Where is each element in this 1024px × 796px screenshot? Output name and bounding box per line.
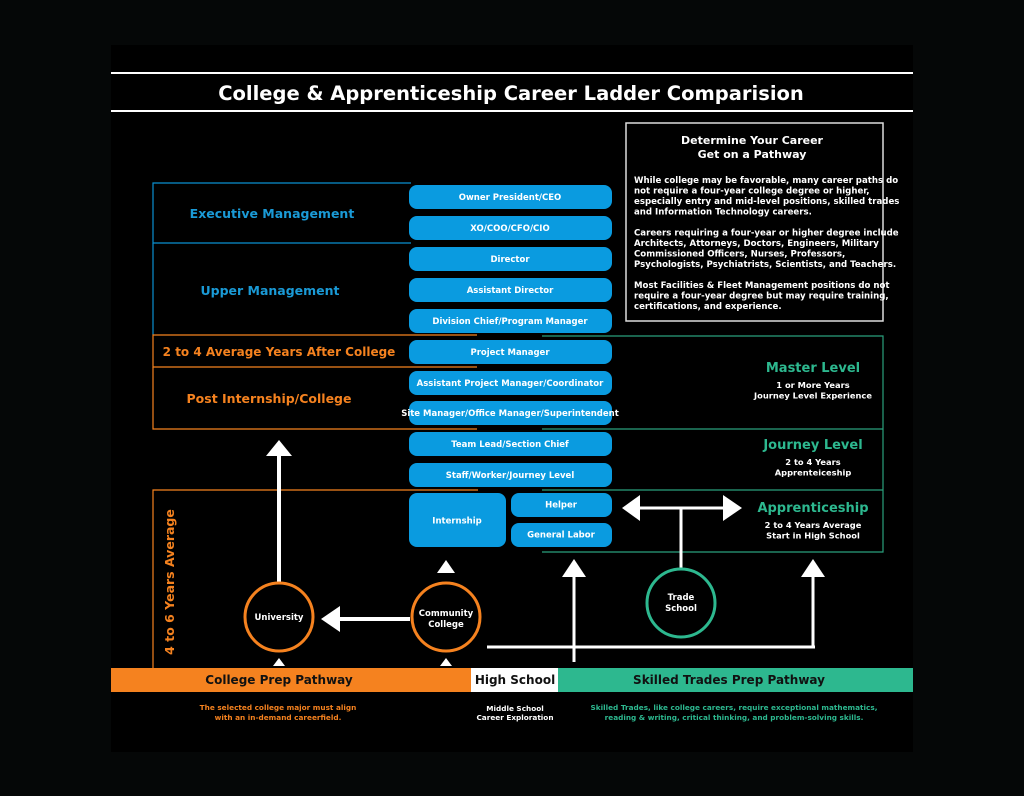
notes-trades-0: Skilled Trades, like college careers, re… bbox=[591, 703, 878, 712]
notes-high-school-1: Career Exploration bbox=[476, 713, 553, 722]
pathway-bar: College Prep Pathway High School Skilled… bbox=[111, 668, 913, 692]
college-prep-pathway bbox=[111, 668, 471, 692]
position-label: XO/COO/CFO/CIO bbox=[470, 224, 549, 234]
entry-positions: Internship Helper General Labor bbox=[409, 493, 612, 547]
position-label: Assistant Project Manager/Coordinator bbox=[417, 379, 604, 389]
info-box: Determine Your Career Get on a Pathway W… bbox=[625, 122, 899, 322]
executive-management-box: Executive Management bbox=[152, 182, 411, 244]
info-heading-1: Determine Your Career bbox=[681, 134, 824, 147]
executive-management-label: Executive Management bbox=[190, 206, 355, 221]
helper-label: Helper bbox=[545, 501, 578, 511]
position-label: Assistant Director bbox=[467, 286, 554, 296]
position-label: Division Chief/Program Manager bbox=[432, 317, 588, 327]
info-paragraph-line: and Information Technology careers. bbox=[634, 208, 812, 218]
trade-level-detail: 2 to 4 Years bbox=[785, 457, 840, 467]
nodes-university: University bbox=[255, 613, 304, 623]
info-paragraph-line: Most Facilities & Fleet Management posit… bbox=[634, 281, 890, 291]
cc-base-triangle bbox=[440, 658, 452, 666]
trade-level-detail: Apprenteiceship bbox=[775, 468, 852, 478]
helper-box bbox=[511, 493, 612, 517]
trade-level-title: Apprenticeship bbox=[757, 501, 868, 516]
pathways-trades: Skilled Trades Prep Pathway bbox=[633, 673, 825, 687]
years-average-bracket: 4 to 6 Years Average bbox=[152, 489, 478, 668]
position-pill: Division Chief/Program Manager bbox=[409, 309, 612, 333]
trade-level-detail: 2 to 4 Years Average bbox=[765, 520, 862, 530]
post-internship-box: Post Internship/College bbox=[152, 367, 477, 430]
skilled-trades-pathway bbox=[558, 668, 913, 692]
notes-high-school-0: Middle School bbox=[486, 704, 544, 713]
years-average-label: 4 to 6 Years Average bbox=[162, 509, 177, 655]
cc-up-triangle bbox=[437, 560, 455, 573]
info-paragraph-line: require a four-year degree but may requi… bbox=[634, 292, 889, 302]
notes: The selected college major must align wi… bbox=[200, 703, 878, 722]
university-base-triangle bbox=[273, 658, 285, 666]
pathways-high-school: High School bbox=[475, 673, 555, 687]
info-paragraph-line: Psychologists, Psychiatrists, Scientists… bbox=[634, 260, 896, 270]
info-paragraph-line: Commissioned Officers, Nurses, Professor… bbox=[634, 250, 845, 260]
trade-level-title: Journey Level bbox=[762, 438, 862, 453]
info-heading-2: Get on a Pathway bbox=[698, 148, 807, 161]
internship-box bbox=[409, 493, 506, 547]
nodes-trade-school-0: Trade bbox=[668, 593, 695, 603]
trade-level-boxes bbox=[542, 335, 884, 553]
position-pill: Director bbox=[409, 247, 612, 271]
position-label: Owner President/CEO bbox=[459, 193, 562, 203]
position-pill: Assistant Project Manager/Coordinator bbox=[409, 371, 612, 395]
trade-school-node: Trade School bbox=[645, 567, 717, 639]
position-label: Team Lead/Section Chief bbox=[451, 440, 569, 450]
trade-level-detail: Journey Level Experience bbox=[753, 391, 872, 401]
page-title: College & Apprenticeship Career Ladder C… bbox=[218, 82, 804, 105]
info-paragraph-line: While college may be favorable, many car… bbox=[634, 176, 898, 186]
position-pill: Project Manager bbox=[409, 340, 612, 364]
position-label: Staff/Worker/Journey Level bbox=[446, 471, 575, 481]
trade-level-title: Master Level bbox=[766, 361, 860, 376]
after-college-box: 2 to 4 Average Years After College bbox=[152, 334, 477, 368]
general-labor-label: General Labor bbox=[527, 531, 595, 541]
notes-trades-1: reading & writing, critical thinking, an… bbox=[605, 713, 864, 722]
pathways-college: College Prep Pathway bbox=[205, 673, 353, 687]
position-label: Project Manager bbox=[470, 348, 550, 358]
position-pill: Team Lead/Section Chief bbox=[409, 432, 612, 456]
general-labor-box bbox=[511, 523, 612, 547]
high-school-pathway bbox=[471, 668, 558, 692]
position-pill: XO/COO/CFO/CIO bbox=[409, 216, 612, 240]
upper-management-box: Upper Management bbox=[152, 243, 340, 335]
info-paragraph-line: Careers requiring a four-year or higher … bbox=[634, 229, 899, 239]
trade-level: Apprenticeship 2 to 4 Years AverageStart … bbox=[757, 501, 868, 541]
post-internship-label: Post Internship/College bbox=[187, 391, 352, 406]
community-college-node: Community College bbox=[410, 581, 482, 653]
info-paragraph-line: Architects, Attorneys, Doctors, Engineer… bbox=[634, 239, 879, 249]
position-label: Site Manager/Office Manager/Superintende… bbox=[401, 409, 619, 419]
after-college-label: 2 to 4 Average Years After College bbox=[163, 345, 396, 359]
info-paragraph-line: not require a four-year college degree o… bbox=[634, 187, 870, 197]
upper-management-label: Upper Management bbox=[200, 283, 339, 298]
position-pill: Owner President/CEO bbox=[409, 185, 612, 209]
position-pill: Staff/Worker/Journey Level bbox=[409, 463, 612, 487]
arrows bbox=[266, 440, 825, 666]
position-pill: Assistant Director bbox=[409, 278, 612, 302]
nodes-community-college-1: College bbox=[428, 620, 464, 630]
nodes-trade-school-1: School bbox=[665, 604, 697, 614]
notes-college-1: with an in-demand careerfield. bbox=[215, 713, 342, 722]
info-paragraph-line: certifications, and experience. bbox=[634, 302, 782, 312]
position-pill: Site Manager/Office Manager/Superintende… bbox=[401, 401, 619, 425]
internship-label: Internship bbox=[432, 517, 481, 527]
university-node: University bbox=[243, 581, 315, 653]
info-paragraph-line: especially entry and mid-level positions… bbox=[634, 197, 899, 207]
panel-background bbox=[111, 45, 913, 752]
notes-college-0: The selected college major must align bbox=[200, 703, 357, 712]
trade-level-detail: Start in High School bbox=[766, 531, 860, 541]
trade-level-detail: 1 or More Years bbox=[776, 380, 849, 390]
nodes-community-college-0: Community bbox=[419, 609, 474, 619]
position-label: Director bbox=[490, 255, 530, 265]
